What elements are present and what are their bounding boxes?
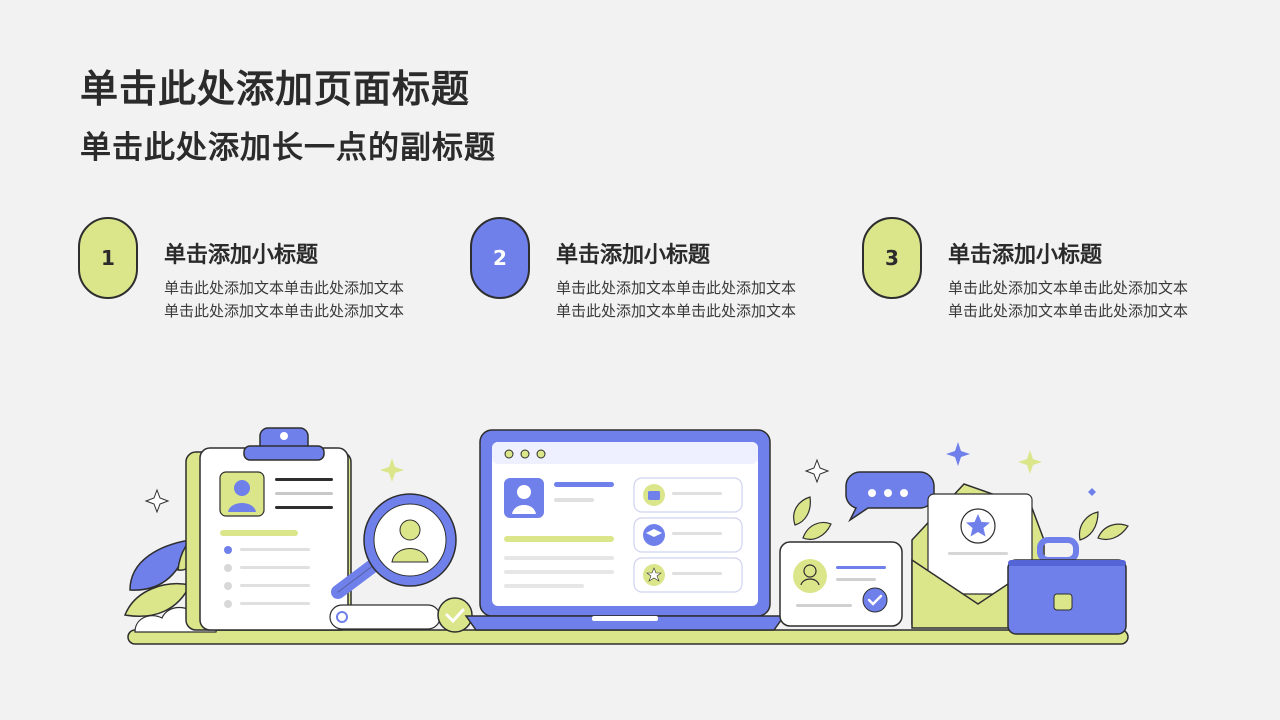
profile-card-icon: [779, 541, 903, 627]
feature-title: 单击添加小标题: [948, 243, 1103, 268]
briefcase-icon: [1007, 537, 1127, 635]
feature-body: 单击此处添加文本单击此处添加文本单击此处添加文本单击此处添加文本: [164, 279, 405, 320]
feature-title: 单击添加小标题: [556, 243, 711, 268]
leaf-icon: [123, 533, 197, 617]
feature-body: 单击此处添加文本单击此处添加文本单击此处添加文本单击此处添加文本: [556, 279, 797, 320]
feature-number-badge: 1: [78, 217, 138, 299]
laptop-icon: [464, 429, 786, 631]
feature-item-3: 3 单击添加小标题 单击此处添加文本单击此处添加文本单击此处添加文本单击此处添加…: [862, 217, 1222, 347]
feature-number-badge: 2: [470, 217, 530, 299]
page-title: 单击此处添加页面标题: [80, 67, 471, 111]
leaf-icon: [793, 496, 1129, 541]
magnifier-user-icon: [329, 493, 473, 633]
clipboard-icon: [185, 427, 352, 631]
feature-body: 单击此处添加文本单击此处添加文本单击此处添加文本单击此处添加文本: [948, 279, 1189, 320]
feature-title: 单击添加小标题: [164, 243, 319, 268]
feature-item-1: 1 单击添加小标题 单击此处添加文本单击此处添加文本单击此处添加文本单击此处添加…: [78, 217, 438, 347]
feature-number-badge: 3: [862, 217, 922, 299]
feature-item-2: 2 单击添加小标题 单击此处添加文本单击此处添加文本单击此处添加文本单击此处添加…: [470, 217, 830, 347]
sparkle-icon: [144, 442, 1096, 514]
chat-bubble-icon: [845, 471, 935, 523]
page-subtitle: 单击此处添加长一点的副标题: [80, 130, 496, 166]
office-illustration: [123, 427, 1129, 645]
